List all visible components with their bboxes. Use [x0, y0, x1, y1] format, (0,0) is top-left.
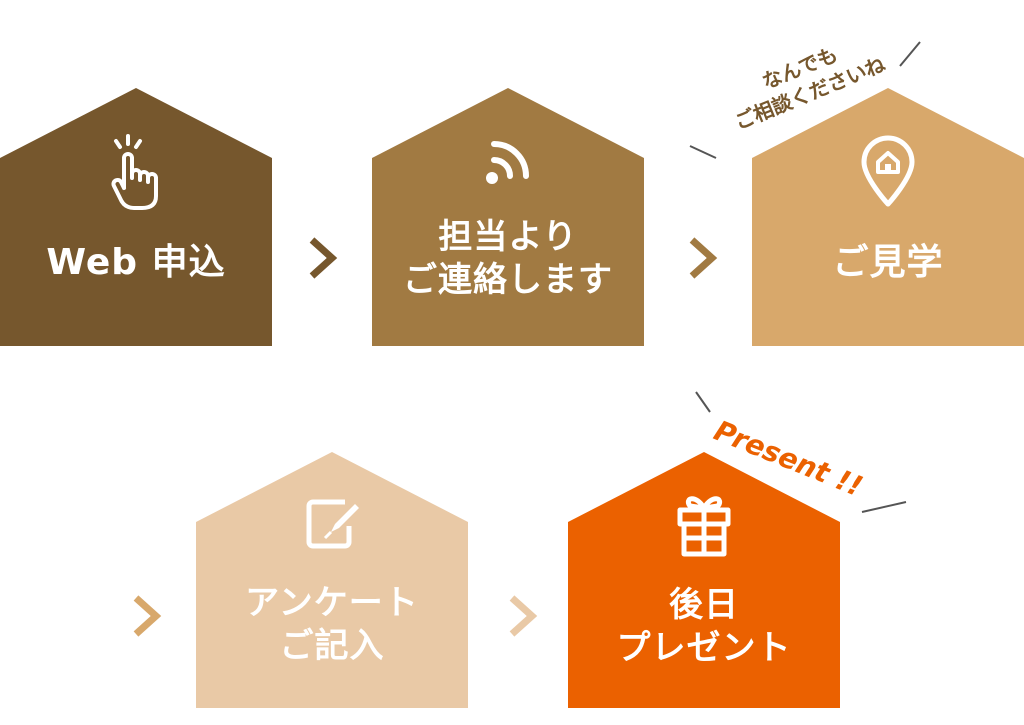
step-survey: アンケート ご記入 [196, 452, 468, 708]
callout-lines [689, 41, 921, 159]
edit-form-icon [306, 499, 359, 549]
callout-lines [695, 391, 907, 513]
step-label: ご見学 [832, 242, 944, 283]
step-label: Web 申込 [46, 242, 226, 283]
consult-callout: なんでも ご相談くださいね [688, 40, 924, 160]
step-web-apply: Web 申込 [0, 88, 272, 346]
gift-icon [677, 496, 731, 557]
present-callout: Present !! [692, 390, 912, 520]
chevron-right-icon [509, 595, 538, 637]
step-present: 後日 プレゼント [568, 452, 840, 708]
house-shape [568, 452, 840, 708]
step-label: アンケート ご記入 [245, 583, 419, 666]
house-shape [196, 452, 468, 708]
house-shape [752, 88, 1024, 346]
home-pin-icon [861, 135, 915, 207]
chevron-right-icon [309, 237, 338, 279]
house-shape [372, 88, 644, 346]
step-contact: 担当より ご連絡します [372, 88, 644, 346]
house-shape [0, 88, 272, 346]
step-visit: ご見学 [752, 88, 1024, 346]
chevron-right-icon [689, 237, 718, 279]
chevron-right-icon [133, 595, 162, 637]
step-label: 後日 プレゼント [616, 585, 792, 668]
signal-icon [486, 141, 529, 184]
step-label: 担当より ご連絡します [403, 217, 613, 300]
tap-hand-icon [111, 134, 158, 210]
